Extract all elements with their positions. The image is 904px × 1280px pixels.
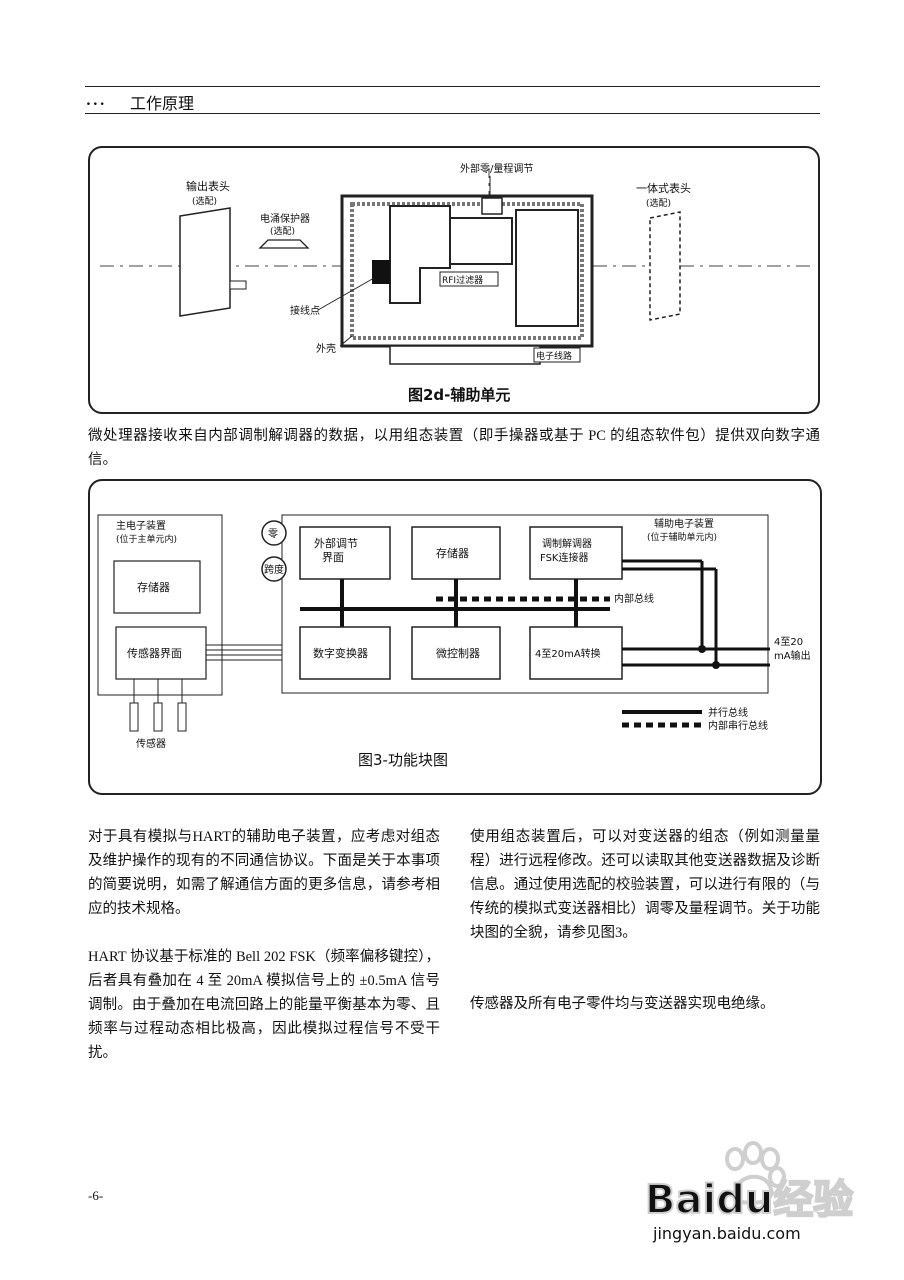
page-title: 工作原理 xyxy=(130,94,195,113)
terminal-leader xyxy=(317,277,375,311)
modem-block xyxy=(529,526,623,580)
baidu-watermark: Baidu经验 jingyan.baidu.com xyxy=(625,1135,855,1255)
housing-label: 外壳 xyxy=(316,342,336,355)
housing-leader xyxy=(339,335,353,347)
ext-adjust-label-2: 界面 xyxy=(322,551,344,564)
ext-zero-span-label: 外部零/量程调节 xyxy=(460,162,533,175)
surge-protector-opt: (选配) xyxy=(270,225,295,237)
right-paragraph-2: 传感器及所有电子零件均与变送器实现电绝缘。 xyxy=(470,996,775,1012)
figure-auxiliary-unit: 输出表头 (选配) 电涌保护器 (选配) RFI过滤器 外部零/量程调节 接线点… xyxy=(88,146,820,414)
modem-label-1: 调制解调器 xyxy=(542,537,592,550)
zero-span-adjust xyxy=(481,197,503,215)
intro-paragraph: 微处理器接收来自内部调制解调器的数据，以用组态装置（即手操器或基于 PC 的组态… xyxy=(88,428,820,468)
terminal-label: 接线点 xyxy=(290,304,320,317)
figure-2d-caption: 图2d-辅助单元 xyxy=(408,386,510,404)
main-unit-sub: (位于主单元内) xyxy=(116,533,177,545)
figure-2d-drawing: 输出表头 (选配) 电涌保护器 (选配) RFI过滤器 外部零/量程调节 接线点… xyxy=(100,162,810,404)
sensor-3 xyxy=(177,702,187,732)
header-dots: ... xyxy=(86,93,107,109)
header-rule-bottom xyxy=(85,113,820,114)
integral-head-shape xyxy=(649,211,681,321)
legend-parallel-label: 并行总线 xyxy=(708,706,748,719)
main-memory-label: 存储器 xyxy=(137,580,170,594)
sensor-interface-label: 传感器界面 xyxy=(127,647,182,660)
inner-compartment xyxy=(449,217,513,265)
integral-head-opt: (选配) xyxy=(646,197,671,209)
main-memory-block xyxy=(113,560,201,614)
dac-label: 数字变换器 xyxy=(313,646,368,660)
converter-block xyxy=(529,626,623,680)
integral-head-label: 一体式表头 xyxy=(636,181,691,195)
output-head-label: 输出表头 xyxy=(186,179,230,193)
output-head-shape xyxy=(179,207,231,317)
internal-bus-label: 内部总线 xyxy=(614,592,654,605)
right-paragraph-1: 使用组态装置后，可以对变送器的组态（例如测量量程）进行远程修改。还可以读取其他变… xyxy=(470,829,820,941)
junction-2 xyxy=(712,661,720,669)
left-paragraph-1: 对于具有模拟与HART的辅助电子装置，应考虑对组态及维护操作的现有的不同通信协议… xyxy=(88,829,440,917)
figure-function-block: 主电子装置 (位于主单元内) 存储器 传感器界面 传感器 辅助电子装置 (位于辅… xyxy=(88,479,822,795)
aux-unit-sub: (位于辅助单元内) xyxy=(647,531,717,543)
output-label-1: 4至20 xyxy=(774,636,803,648)
surge-protector-label: 电涌保护器 xyxy=(260,212,310,225)
figure-3-caption: 图3-功能块图 xyxy=(358,751,448,769)
memory-block xyxy=(411,526,501,580)
ext-adjust-block xyxy=(299,526,391,580)
ext-adjust-label-1: 外部调节 xyxy=(314,536,358,550)
terminal-block xyxy=(372,260,390,284)
sensor-2 xyxy=(153,702,163,732)
zero-adjust xyxy=(261,520,287,546)
page-number: -6- xyxy=(88,1188,104,1203)
baidu-paw-logo: Baidu经验 jingyan.baidu.com xyxy=(644,1141,854,1243)
surge-protector-shape xyxy=(258,239,310,249)
sensor-interface-block xyxy=(115,626,207,680)
rfi-filter-label: RFI过滤器 xyxy=(442,274,483,286)
span-adjust xyxy=(261,556,287,582)
figure-3-drawing: 主电子装置 (位于主单元内) 存储器 传感器界面 传感器 辅助电子装置 (位于辅… xyxy=(97,514,811,769)
terminal-compartment xyxy=(389,205,451,304)
modem-label-2: FSK连接器 xyxy=(540,551,588,564)
junction-1 xyxy=(698,645,706,653)
rfi-filter-box xyxy=(439,271,499,287)
legend-serial-label: 内部串行总线 xyxy=(708,719,768,732)
converter-label: 4至20mA转换 xyxy=(535,647,601,660)
mcu-block xyxy=(411,626,501,680)
housing-neck xyxy=(389,345,541,365)
mcu-label: 微控制器 xyxy=(436,646,480,660)
housing-wall-hatch xyxy=(350,202,584,340)
span-label: 跨度 xyxy=(264,563,284,576)
output-head-opt: (选配) xyxy=(192,195,217,207)
electronics-tag xyxy=(533,347,581,363)
aux-unit-title: 辅助电子装置 xyxy=(654,517,714,530)
watermark-brand: Baidu经验 xyxy=(645,1177,853,1223)
dac-block xyxy=(299,626,391,680)
electronics-label: 电子线路 xyxy=(536,350,572,362)
output-head-connector xyxy=(229,280,247,290)
memory-label: 存储器 xyxy=(436,546,469,560)
main-unit-title: 主电子装置 xyxy=(116,519,166,532)
output-label-2: mA输出 xyxy=(774,649,811,662)
left-paragraph-2: HART 协议基于标准的 Bell 202 FSK（频率偏移键控），后者具有叠加… xyxy=(88,949,440,1061)
zero-label: 零 xyxy=(268,528,278,540)
sensor-1 xyxy=(129,702,139,732)
watermark-url: jingyan.baidu.com xyxy=(652,1224,801,1243)
header-rule-top xyxy=(85,86,820,87)
electronics-module xyxy=(515,209,579,327)
sensor-label: 传感器 xyxy=(136,737,166,750)
